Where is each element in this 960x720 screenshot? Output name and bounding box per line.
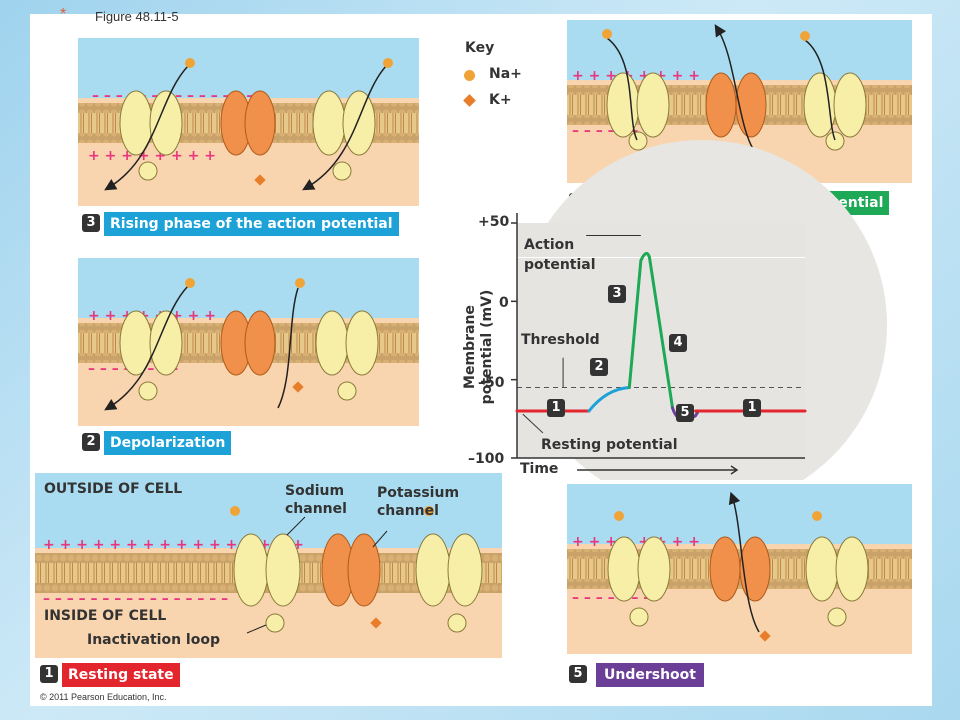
- y-tick-label: –50: [478, 375, 505, 391]
- sodium-channel-inactivated: [803, 72, 867, 151]
- y-tick-label: 0: [499, 295, 509, 311]
- step-number: 2: [82, 433, 100, 451]
- x-axis-label: Time: [520, 461, 559, 477]
- potassium-channel-open: [705, 72, 767, 138]
- potassium-ion-icon: [254, 174, 266, 186]
- sodium-ion-icon: [185, 278, 195, 288]
- step-number: 3: [82, 214, 100, 232]
- sodium-channel-open: [312, 90, 376, 181]
- sodium-channel-open: [119, 90, 183, 181]
- potassium-ion-icon: [759, 630, 771, 642]
- series-depolarization: [587, 386, 631, 413]
- sodium-ion-icon: [383, 58, 393, 68]
- sodium-ion-icon: [614, 511, 624, 521]
- svg-text:+ + + + + +: + + + + + + + +: [572, 68, 700, 84]
- time-arrow: [577, 465, 739, 475]
- svg-text:+ + + + + +: + + + + + + + +: [572, 534, 700, 550]
- copyright: © 2011 Pearson Education, Inc.: [40, 692, 167, 702]
- sodium-ion-icon: [295, 278, 305, 288]
- resting-state-caption: Resting state: [62, 663, 180, 687]
- potassium-channel-open: [709, 536, 771, 602]
- sodium-channel-closed: [315, 310, 379, 401]
- sodium-ion-icon: [800, 31, 810, 41]
- key-potassium-label: K+: [489, 92, 512, 108]
- y-tick-label: –100: [468, 451, 505, 467]
- rising-phase-caption: Rising phase of the action potential: [104, 212, 399, 236]
- phase-number: 1: [743, 399, 761, 417]
- asterisk-icon: *: [60, 6, 67, 23]
- phase-number: 2: [590, 358, 608, 376]
- threshold-annotation: Threshold: [521, 332, 600, 348]
- sodium-channel-inactivated: [606, 72, 670, 151]
- sodium-channel-closed: [607, 536, 671, 627]
- sodium-ion-icon: [464, 70, 475, 81]
- potassium-channel-label: Potassium channel: [377, 485, 460, 519]
- svg-text:+ + + + + +: + + + + + + + +: [88, 308, 216, 324]
- graph-gridlines: [511, 222, 805, 459]
- sodium-channel-label: Sodium channel: [285, 483, 347, 517]
- undershoot-diagram: + + + + + + + + – – – – – – – –: [567, 484, 912, 654]
- y-axis-label: Membrane potential (mV): [462, 289, 495, 405]
- potassium-channel-closed: [220, 90, 276, 156]
- sodium-channel-closed: [233, 533, 301, 633]
- sodium-ion-icon: [424, 506, 434, 516]
- step-number: 5: [569, 665, 587, 683]
- potassium-channel-closed: [220, 310, 276, 376]
- graph-axes: [516, 213, 805, 475]
- resting-potential-annotation: Resting potential: [541, 437, 678, 453]
- series-falling: [647, 255, 675, 410]
- depolarization-caption: Depolarization: [104, 431, 232, 455]
- inactivation-loop-label: Inactivation loop: [87, 632, 220, 648]
- resting-potential-callout: [522, 413, 544, 434]
- sodium-ion-icon: [602, 29, 612, 39]
- sodium-ion-icon: [812, 511, 822, 521]
- sodium-ion-icon: [185, 58, 195, 68]
- sodium-channel-closed: [415, 533, 483, 633]
- figure-title: Figure 48.11-5: [95, 9, 179, 24]
- svg-text:+ + + + + +: + + + + + + + +: [88, 148, 216, 164]
- sodium-channel-open: [119, 310, 183, 401]
- sodium-channel-closed: [805, 536, 869, 627]
- action-potential-graph: [511, 140, 887, 480]
- sodium-ion-icon: [230, 506, 240, 516]
- inside-of-cell-label: INSIDE OF CELL: [44, 608, 167, 624]
- phase-number: 4: [669, 334, 687, 352]
- outside-of-cell-label: OUTSIDE OF CELL: [44, 481, 183, 497]
- y-tick-label: +50: [478, 214, 510, 230]
- undershoot-caption: Undershoot: [596, 663, 704, 687]
- resting-state-diagram: + + + + + + + + + + + + + + + + – – – – …: [35, 473, 502, 658]
- action-potential-annotation: Action potential: [524, 237, 596, 273]
- potassium-ion-icon: [370, 617, 382, 629]
- phase-number: 5: [676, 404, 694, 422]
- potassium-channel-closed: [321, 533, 381, 607]
- step-number: 1: [40, 665, 58, 683]
- series-rising: [627, 252, 651, 389]
- falling-phase-diagram: + + + + + + + + – – – – – – – –: [567, 20, 912, 183]
- phase-number: 1: [547, 399, 565, 417]
- key-title: Key: [465, 40, 495, 56]
- phase-number: 3: [608, 285, 626, 303]
- svg-text:– – – – – – – – – –: – – – – – – – – – – – – – – – –: [43, 591, 228, 607]
- rising-phase-diagram: – – – – – – – – – – – – – – + + + + + + …: [78, 38, 419, 206]
- key-sodium-label: Na+: [489, 66, 522, 82]
- depolarization-diagram: + + + + + + + + – – – – – – – –: [78, 258, 419, 426]
